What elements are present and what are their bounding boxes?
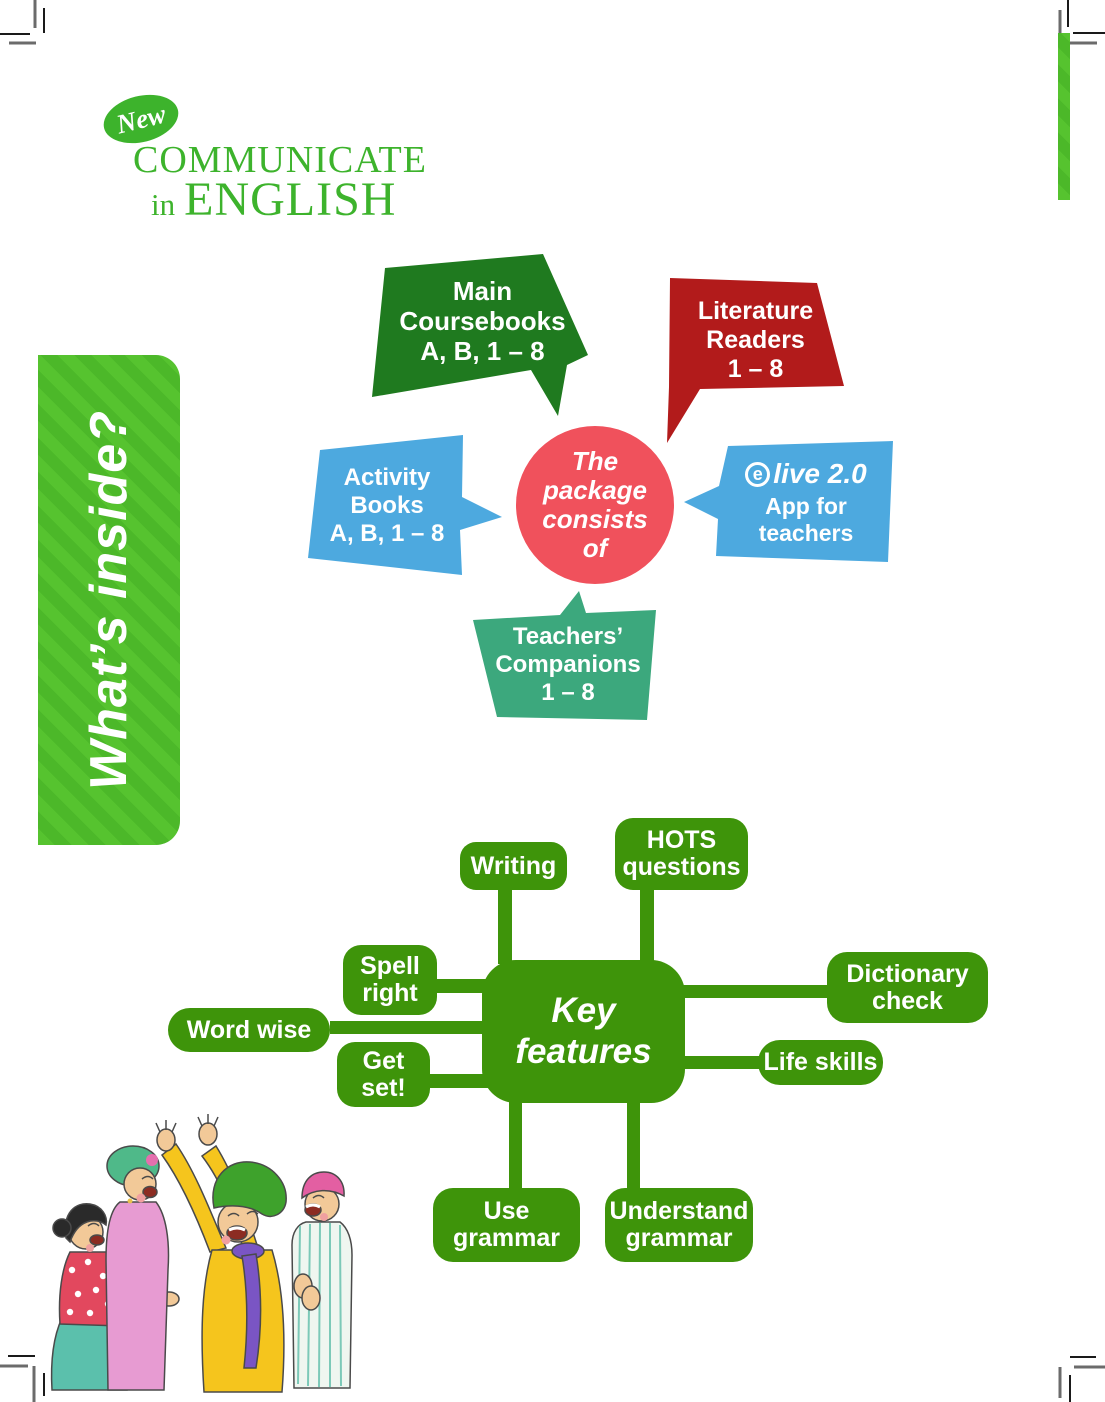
node-life-skills: Life skills <box>758 1040 883 1085</box>
brand-title-english-word: ENGLISH <box>184 173 397 226</box>
brand-title-english: in ENGLISH <box>151 172 396 227</box>
elive-e-icon: e <box>745 461 771 487</box>
key-features-center: Key features <box>482 960 685 1103</box>
key-features-connectors <box>330 886 829 1190</box>
bubble-literature-readers-text: Literature Readers 1 – 8 <box>697 297 814 383</box>
bubble-elive-app <box>684 441 893 562</box>
bubble-main-coursebooks-text: Main Coursebooks A, B, 1 – 8 <box>399 276 566 367</box>
brand-title-in: in <box>151 187 176 222</box>
elive-logo: e live 2.0 <box>722 458 890 490</box>
bubble-teachers-companions <box>473 591 656 720</box>
bubble-teachers-companions-text: Teachers’ Companions 1 – 8 <box>495 623 641 706</box>
illustration-laughing-people <box>50 1114 353 1393</box>
package-center-text: The package consists of <box>542 446 648 564</box>
bubble-elive-text: e live 2.0 App for teachers <box>722 458 890 547</box>
whats-inside-banner: What’s inside? <box>38 355 180 845</box>
node-word-wise: Word wise <box>168 1008 330 1052</box>
elive-logo-text: live 2.0 <box>773 458 867 489</box>
node-dictionary-check: Dictionary check <box>827 952 988 1023</box>
bubble-activity-books-text: Activity Books A, B, 1 – 8 <box>329 464 445 547</box>
bubble-activity-books <box>308 435 502 575</box>
package-center-circle <box>516 426 674 584</box>
node-use-grammar: Use grammar <box>433 1188 580 1262</box>
bubble-literature-readers <box>667 278 844 443</box>
node-writing: Writing <box>460 842 567 890</box>
node-spell-right: Spell right <box>343 945 437 1015</box>
brand-title-communicate: COMMUNICATE <box>133 139 427 181</box>
node-hots-questions: HOTS questions <box>615 818 748 890</box>
node-get-set: Get set! <box>337 1042 430 1107</box>
new-badge-label: New <box>113 97 169 140</box>
package-bubbles <box>308 254 893 720</box>
decorative-green-bar <box>1058 33 1070 200</box>
node-understand-grammar: Understand grammar <box>605 1188 753 1262</box>
whats-inside-label: What’s inside? <box>80 410 138 790</box>
bubble-main-coursebooks <box>372 254 588 416</box>
